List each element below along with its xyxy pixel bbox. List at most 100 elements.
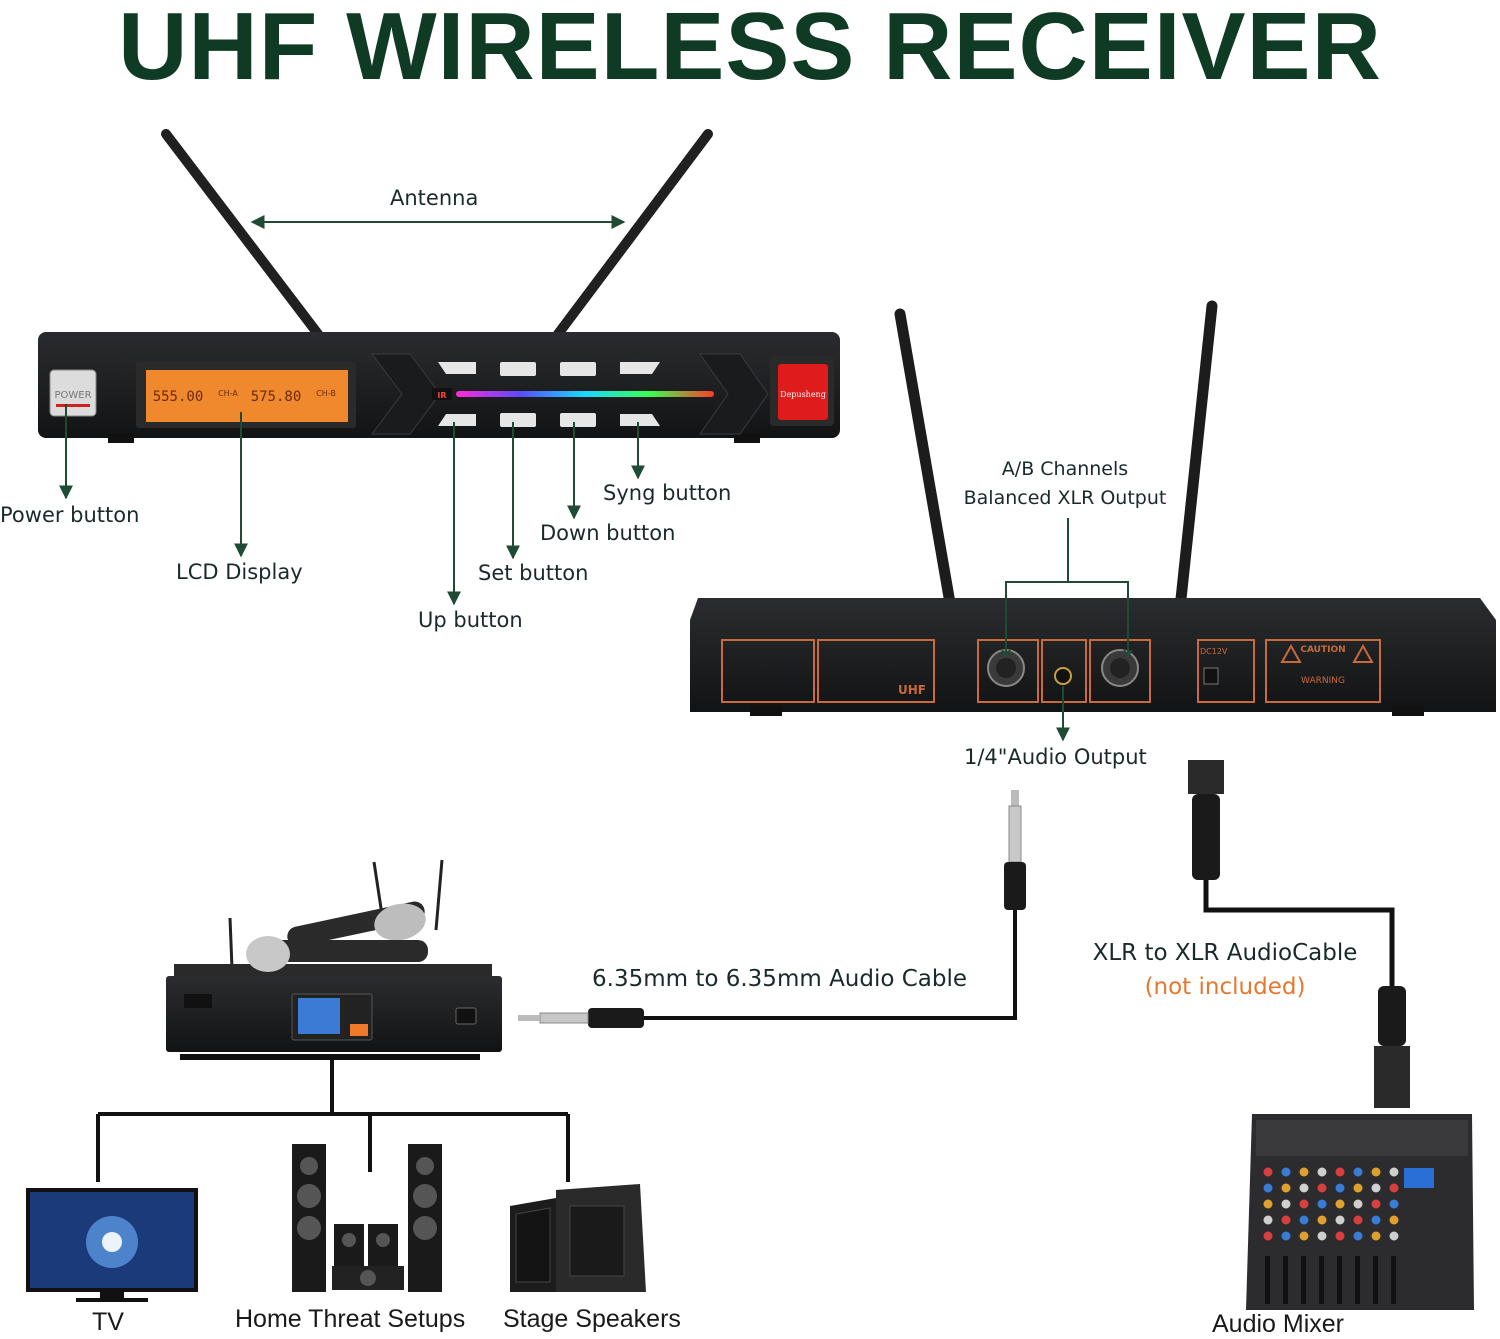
mixer-knob bbox=[1389, 1167, 1399, 1177]
mixer-knob bbox=[1335, 1231, 1345, 1241]
mixer-knob bbox=[1335, 1167, 1345, 1177]
stage-speakers-label: Stage Speakers bbox=[503, 1305, 681, 1333]
mixer-knob bbox=[1281, 1199, 1291, 1209]
front-receiver: POWER 555.00 575.80 CH-A CH-B IR bbox=[38, 129, 840, 443]
caution-panel bbox=[1265, 639, 1381, 703]
svg-text:CH-A: CH-A bbox=[218, 389, 238, 398]
mixer-knob bbox=[1371, 1231, 1381, 1241]
down-button-top bbox=[560, 362, 596, 376]
mixer-fader bbox=[1373, 1256, 1378, 1304]
mixer-knob bbox=[1353, 1231, 1363, 1241]
sync-button-top bbox=[620, 362, 660, 374]
home-theater-label: Home Threat Setups bbox=[235, 1305, 466, 1333]
uhf-label: UHF bbox=[898, 683, 926, 697]
mixer-knob bbox=[1317, 1215, 1327, 1225]
channels-label-2: Balanced XLR Output bbox=[963, 487, 1167, 509]
mixer-fader bbox=[1301, 1256, 1306, 1304]
up-button-top bbox=[438, 362, 476, 374]
mixer-knob bbox=[1371, 1215, 1381, 1225]
mixer-knob bbox=[1335, 1183, 1345, 1193]
set-button-top bbox=[500, 362, 536, 376]
mixer-knobs bbox=[1263, 1167, 1399, 1304]
svg-text:DC12V: DC12V bbox=[1200, 647, 1228, 656]
mixer-knob bbox=[1371, 1167, 1381, 1177]
lcd-screen bbox=[146, 370, 348, 422]
mixer-knob bbox=[1353, 1215, 1363, 1225]
mixer-fader bbox=[1355, 1256, 1360, 1304]
mixer-knob bbox=[1263, 1183, 1273, 1193]
brand-badge bbox=[778, 364, 828, 420]
mixer-knob bbox=[1353, 1167, 1363, 1177]
mixer-knob bbox=[1317, 1167, 1327, 1177]
down-button-label: Down button bbox=[540, 521, 676, 545]
power-button-label: Power button bbox=[0, 503, 140, 527]
mixer-fader bbox=[1337, 1256, 1342, 1304]
dc-jack bbox=[1203, 667, 1219, 685]
rgb-light-bar bbox=[456, 391, 714, 397]
tv-label: TV bbox=[92, 1308, 124, 1336]
karaoke-mixer bbox=[166, 859, 502, 1060]
antenna-left bbox=[161, 129, 323, 339]
mixer-knob bbox=[1299, 1199, 1309, 1209]
karaoke-screen bbox=[298, 998, 340, 1034]
mixer-knob bbox=[1389, 1199, 1399, 1209]
mixer-fader bbox=[1265, 1256, 1270, 1304]
mixer-knob bbox=[1281, 1231, 1291, 1241]
mixer-knob bbox=[1389, 1183, 1399, 1193]
mixer-knob bbox=[1281, 1183, 1291, 1193]
audio-output-label: 1/4"Audio Output bbox=[964, 745, 1147, 769]
mixer-knob bbox=[1281, 1215, 1291, 1225]
rear-chassis bbox=[690, 598, 1496, 712]
sync-button-label: Syng button bbox=[603, 481, 732, 505]
stage-speakers bbox=[510, 1184, 646, 1292]
ir-label: IR bbox=[437, 391, 446, 400]
mixer-display bbox=[1404, 1168, 1434, 1188]
svg-text:WARNING: WARNING bbox=[1301, 676, 1345, 686]
quarter-inch-output bbox=[1054, 667, 1072, 685]
mixer-fader bbox=[1319, 1256, 1324, 1304]
mixer-knob bbox=[1389, 1215, 1399, 1225]
mixer-fader bbox=[1283, 1256, 1288, 1304]
xlr-cable bbox=[1188, 760, 1410, 1108]
front-callouts bbox=[59, 215, 645, 606]
brand-label: Depusheng bbox=[780, 390, 826, 399]
mixer-knob bbox=[1299, 1231, 1309, 1241]
down-button bbox=[560, 413, 596, 427]
mixer-knob bbox=[1281, 1167, 1291, 1177]
mixer-knob bbox=[1317, 1231, 1327, 1241]
svg-text:CAUTION: CAUTION bbox=[1300, 645, 1345, 655]
up-button-label: Up button bbox=[418, 608, 523, 632]
antenna-right bbox=[553, 129, 713, 339]
lcd-display-label: LCD Display bbox=[176, 560, 303, 584]
home-theater-speakers bbox=[292, 1144, 442, 1292]
mixer-knob bbox=[1299, 1183, 1309, 1193]
xlr-cable-label: XLR to XLR AudioCable bbox=[1092, 940, 1358, 966]
rear-callouts bbox=[1001, 518, 1133, 742]
mixer-knob bbox=[1299, 1215, 1309, 1225]
up-button bbox=[438, 414, 476, 426]
sync-button bbox=[620, 414, 660, 426]
lcd-freq-a: 555.00 bbox=[153, 389, 204, 405]
mixer-knob bbox=[1371, 1199, 1381, 1209]
mixer-knob bbox=[1263, 1231, 1273, 1241]
page-title: UHF WIRELESS RECEIVER bbox=[118, 0, 1382, 100]
antenna-label: Antenna bbox=[390, 186, 479, 210]
channels-bracket bbox=[1005, 581, 1129, 656]
mixer-knob bbox=[1353, 1199, 1363, 1209]
mixer-knob bbox=[1335, 1199, 1345, 1209]
tv-device bbox=[26, 1188, 198, 1302]
mixer-knob bbox=[1317, 1199, 1327, 1209]
audio-mixer-label: Audio Mixer bbox=[1212, 1310, 1344, 1338]
distribution-tree bbox=[96, 1060, 570, 1182]
mixer-knob bbox=[1389, 1231, 1399, 1241]
mixer-knob bbox=[1263, 1167, 1273, 1177]
quarter-inch-cable-label: 6.35mm to 6.35mm Audio Cable bbox=[592, 966, 968, 992]
mixer-knob bbox=[1299, 1167, 1309, 1177]
mixer-knob bbox=[1371, 1183, 1381, 1193]
mixer-knob bbox=[1263, 1199, 1273, 1209]
mixer-knob bbox=[1317, 1183, 1327, 1193]
svg-text:CH-B: CH-B bbox=[316, 389, 336, 398]
set-button-label: Set button bbox=[478, 561, 589, 585]
